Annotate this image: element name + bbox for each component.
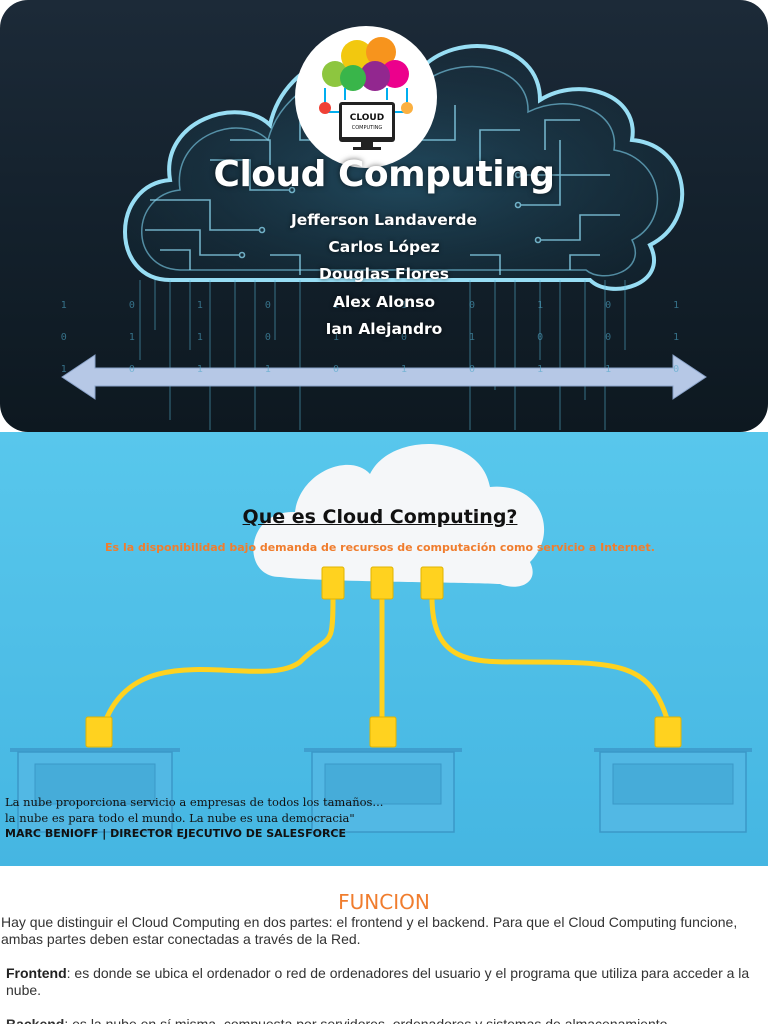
frontend-paragraph: Frontend: es donde se ubica el ordenador… bbox=[6, 965, 764, 999]
quote-line: La nube proporciona servicio a empresas … bbox=[5, 795, 384, 809]
laptop-icon bbox=[594, 748, 752, 833]
definition-text: Es la disponibilidad bajo demanda de rec… bbox=[105, 541, 655, 554]
quote-line: la nube es para todo el mundo. La nube e… bbox=[5, 811, 355, 825]
cloud-laptops-graphic bbox=[10, 443, 752, 833]
title-slide: 1 0 1 0 1 1 0 1 0 1 0 1 1 0 1 0 1 0 0 1 … bbox=[0, 0, 768, 432]
frontend-term: Frontend bbox=[6, 965, 67, 981]
function-section: FUNCION Hay que distinguir el Cloud Comp… bbox=[0, 866, 768, 1024]
cloud-computing-logo: CLOUD COMPUTING bbox=[295, 26, 437, 168]
backend-description: : es la nube en sí misma, compuesta por … bbox=[64, 1016, 672, 1024]
quote-author: MARC BENIOFF | DIRECTOR EJECUTIVO DE SAL… bbox=[5, 827, 347, 840]
backend-paragraph: Backend: es la nube en sí misma, compues… bbox=[6, 1016, 764, 1024]
intro-paragraph: Hay que distinguir el Cloud Computing en… bbox=[1, 914, 738, 947]
backend-term: Backend bbox=[6, 1016, 65, 1024]
frontend-description: : es donde se ubica el ordenador o red d… bbox=[6, 965, 750, 998]
binary-row: 0 1 1 0 1 0 1 0 0 1 bbox=[60, 332, 708, 343]
slide-title: Cloud Computing bbox=[213, 154, 555, 195]
quote-block: La nube proporciona servicio a empresas … bbox=[5, 794, 383, 842]
definition-slide: Que es Cloud Computing? Es la disponibil… bbox=[0, 432, 768, 866]
cable-right bbox=[429, 594, 671, 725]
logo-text-cloud: CLOUD bbox=[350, 113, 384, 123]
author-name: Douglas Flores bbox=[319, 265, 449, 284]
double-arrow-icon bbox=[61, 354, 707, 400]
logo-text-computing: COMPUTING bbox=[352, 125, 383, 131]
binary-row: 1 0 1 1 0 1 0 1 1 0 bbox=[60, 364, 708, 375]
slide-title: Que es Cloud Computing? bbox=[242, 506, 518, 528]
author-list: Jefferson Landaverde Carlos López Dougla… bbox=[0, 207, 768, 343]
author-name: Jefferson Landaverde bbox=[290, 211, 478, 229]
author-name: Ian Alejandro bbox=[325, 319, 443, 338]
cloud-icon bbox=[253, 443, 545, 587]
author-name: Carlos López bbox=[328, 238, 440, 257]
cable-left bbox=[102, 594, 336, 725]
author-name: Alex Alonso bbox=[332, 292, 436, 311]
laptop-icon bbox=[304, 748, 462, 833]
section-heading: FUNCION bbox=[338, 890, 430, 914]
binary-row: 1 0 1 0 1 1 0 1 0 1 bbox=[60, 300, 708, 311]
binary-rain: 1 0 1 0 1 1 0 1 0 1 0 1 1 0 1 0 1 0 0 1 … bbox=[0, 290, 768, 386]
laptop-icon bbox=[10, 748, 180, 833]
